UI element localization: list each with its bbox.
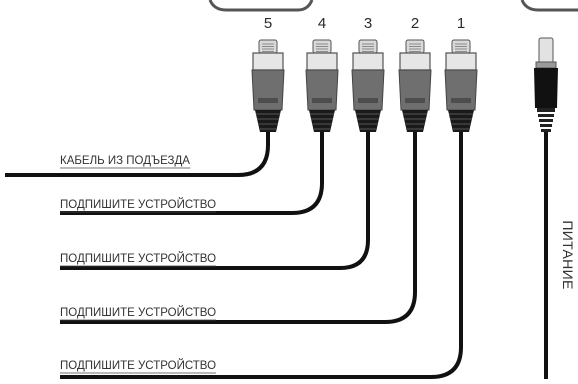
panel-edge-left bbox=[208, 0, 314, 12]
label-cable-from-entrance: КАБЕЛЬ ИЗ ПОДЪЕЗДА bbox=[60, 155, 190, 167]
cable-5 bbox=[5, 132, 270, 177]
rj45-plug-1 bbox=[444, 39, 478, 132]
label-device-1: ПОДПИШИТЕ УСТРОЙСТВО bbox=[60, 359, 216, 372]
port-2-number: 2 bbox=[411, 15, 419, 32]
cable-4 bbox=[60, 132, 324, 215]
label-device-4: ПОДПИШИТЕ УСТРОЙСТВО bbox=[60, 198, 216, 211]
rj45-plug-2 bbox=[398, 39, 432, 132]
port-1-number: 1 bbox=[457, 15, 465, 32]
label-device-2: ПОДПИШИТЕ УСТРОЙСТВО bbox=[60, 306, 216, 319]
panel-edge-right bbox=[520, 0, 578, 12]
cable-3 bbox=[60, 132, 370, 270]
port-4-number: 4 bbox=[318, 15, 326, 32]
cable-2 bbox=[60, 132, 417, 324]
cable-1 bbox=[60, 132, 463, 379]
rj45-plug-3 bbox=[351, 39, 385, 132]
rj45-plug-4 bbox=[305, 39, 339, 132]
rj45-plug-5 bbox=[251, 39, 285, 132]
power-plug bbox=[534, 37, 558, 132]
label-device-3: ПОДПИШИТЕ УСТРОЙСТВО bbox=[60, 252, 216, 265]
port-3-number: 3 bbox=[364, 15, 372, 32]
power-label: ПИТАНИЕ bbox=[560, 220, 576, 289]
port-5-number: 5 bbox=[264, 15, 272, 32]
